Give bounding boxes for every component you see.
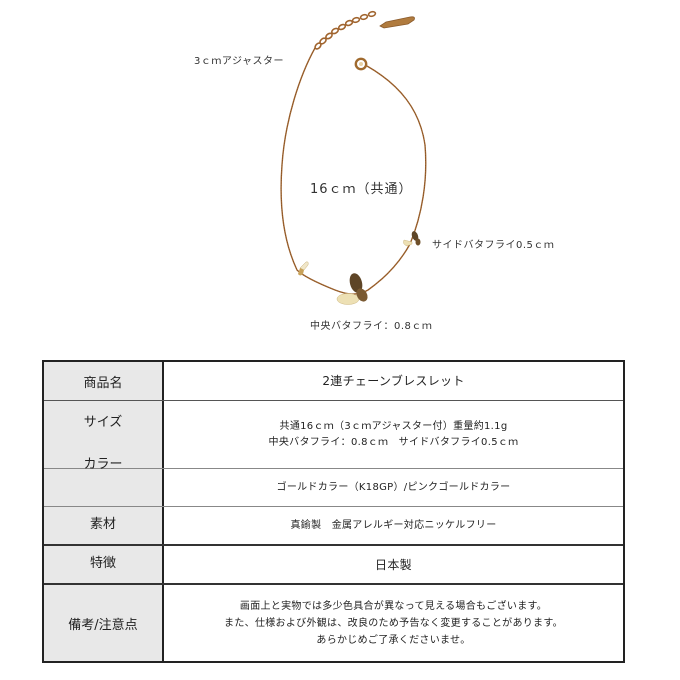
row-label: 商品名 — [44, 362, 164, 400]
row-value: 日本製 — [164, 546, 623, 583]
spring-ring-clasp — [354, 57, 368, 71]
size-value-line-2: 中央バタフライ：0.8ｃｍ サイドバタフライ0.5ｃｍ — [268, 436, 519, 448]
row-label-cell: サイズ カラー — [44, 401, 164, 472]
side-butterfly-label: サイドバタフライ0.5ｃｍ — [432, 240, 555, 251]
left-butterfly — [298, 261, 309, 276]
adjuster-label: 3ｃｍアジャスター — [194, 56, 284, 67]
brand-tag — [379, 16, 415, 29]
size-label: サイズ — [83, 415, 123, 430]
main-chain — [280, 47, 427, 295]
row-value: 共通16ｃｍ（3ｃｍアジャスター付）重量約1.1g 中央バタフライ：0.8ｃｍ … — [164, 401, 623, 468]
table-row-color: ゴールドカラー（K18GP）/ピンクゴールドカラー — [44, 468, 623, 506]
row-value: 2連チェーンブレスレット — [164, 362, 623, 400]
table-row-feature: 特徴 日本製 — [44, 544, 623, 583]
color-label: カラー — [83, 457, 123, 472]
spec-table: 商品名 2連チェーンブレスレット サイズ カラー 共通16ｃｍ（3ｃｍアジャスタ… — [42, 360, 625, 663]
color-value: ゴールドカラー（K18GP）/ピンクゴールドカラー — [276, 481, 511, 493]
center-butterfly-label: 中央バタフライ：0.8ｃｍ — [310, 321, 433, 332]
row-label: 備考/注意点 — [44, 585, 164, 661]
table-row-notes: 備考/注意点 画面上と実物では多少色具合が異なって見える場合もございます。 また… — [44, 583, 623, 661]
product-name-value: 2連チェーンブレスレット — [322, 374, 465, 388]
adjuster-chain — [314, 10, 377, 50]
product-photo: 3ｃｍアジャスター 16ｃｍ（共通） サイドバタフライ0.5ｃｍ 中央バタフライ… — [194, 10, 555, 332]
row-label-cell-empty — [44, 469, 164, 506]
row-label: 特徴 — [44, 546, 164, 583]
row-value: ゴールドカラー（K18GP）/ピンクゴールドカラー — [164, 469, 623, 506]
row-label: 素材 — [44, 507, 164, 544]
notes-line-1: 画面上と実物では多少色具合が異なって見える場合もございます。 — [239, 600, 548, 612]
table-row-material: 素材 真鍮製 金属アレルギー対応ニッケルフリー — [44, 506, 623, 544]
material-value: 真鍮製 金属アレルギー対応ニッケルフリー — [290, 519, 497, 531]
side-butterfly — [403, 231, 421, 247]
row-value: 真鍮製 金属アレルギー対応ニッケルフリー — [164, 507, 623, 544]
notes-line-3: あらかじめご了承くださいませ。 — [316, 634, 471, 646]
table-row-product-name: 商品名 2連チェーンブレスレット — [44, 362, 623, 400]
feature-value: 日本製 — [375, 557, 412, 572]
notes-line-2: また、仕様および外観は、改良のため予告なく変更することがあります。 — [224, 617, 563, 629]
table-row-size: サイズ カラー 共通16ｃｍ（3ｃｍアジャスター付）重量約1.1g 中央バタフラ… — [44, 400, 623, 472]
center-butterfly — [336, 273, 368, 305]
size-value-line-1: 共通16ｃｍ（3ｃｍアジャスター付）重量約1.1g — [279, 420, 508, 432]
row-value: 画面上と実物では多少色具合が異なって見える場合もございます。 また、仕様および外… — [164, 585, 623, 661]
length-label: 16ｃｍ（共通） — [310, 182, 413, 197]
bracelet-illustration — [280, 10, 427, 305]
